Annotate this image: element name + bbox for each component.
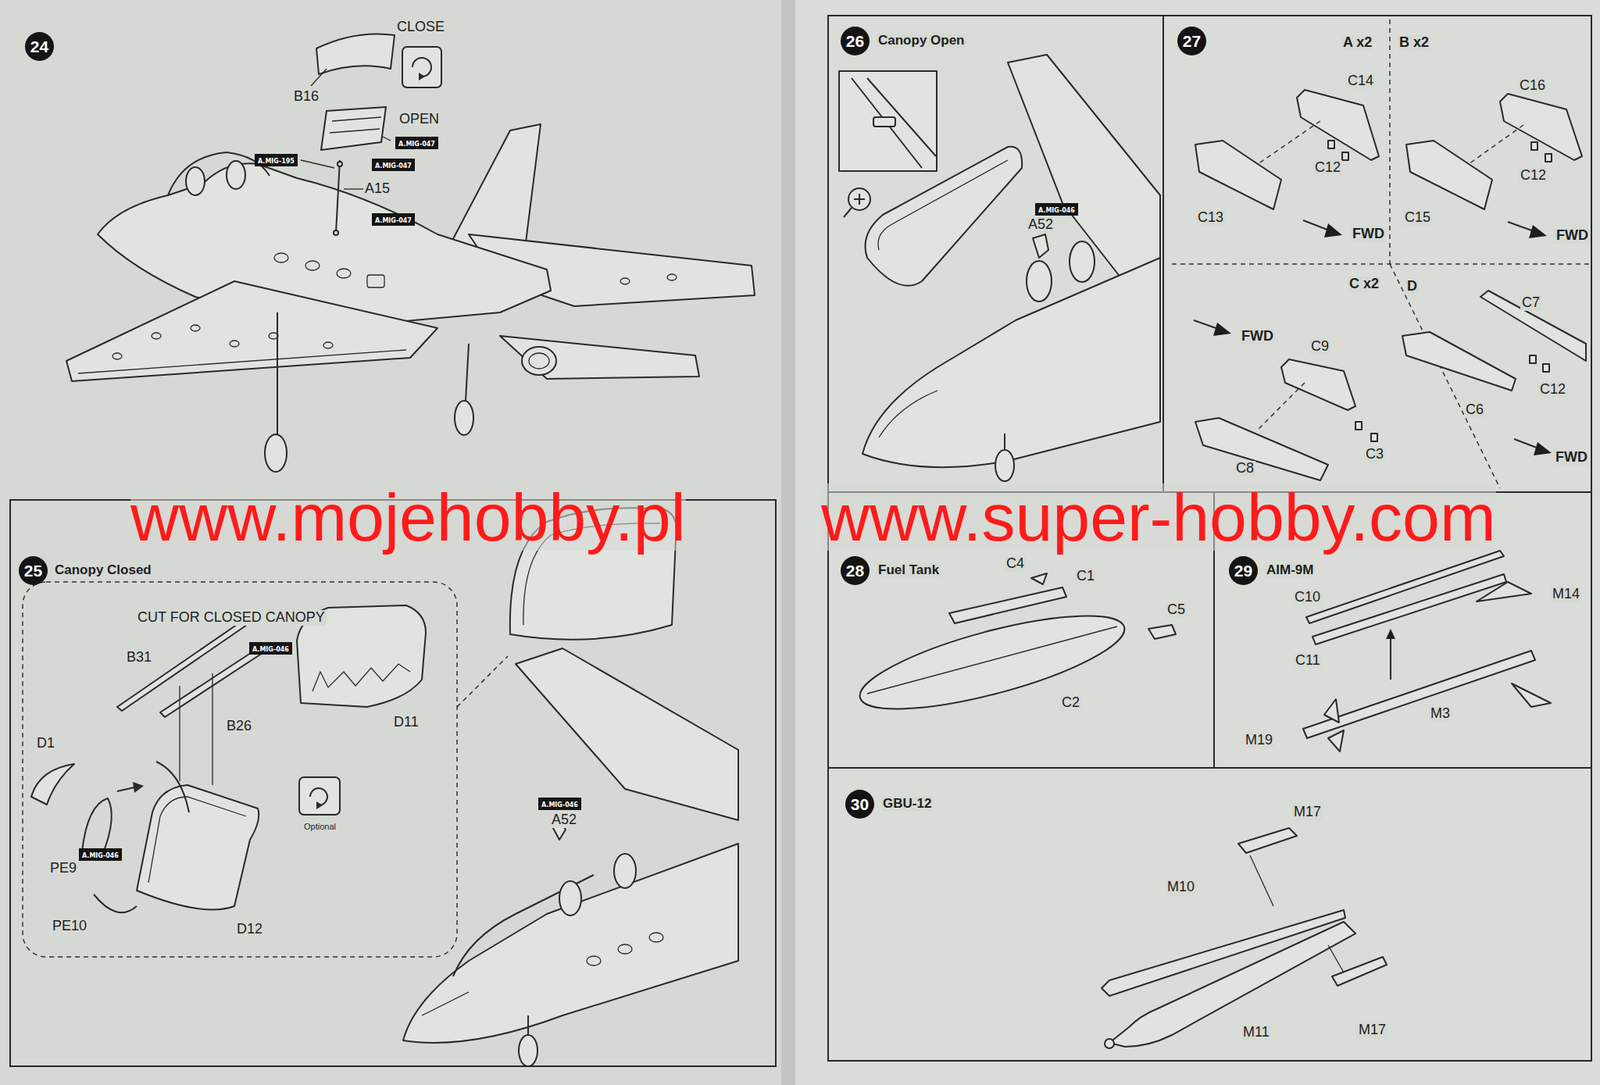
part-label: C8 [1234,460,1256,477]
step-number: 28 [840,556,870,586]
part-label: M17 [1292,804,1323,821]
callout-number: 30 [850,795,869,815]
paint-code-box: A.MIG-046 [1035,203,1079,216]
part-label: M11 [1241,1025,1272,1041]
part-label: PE10 [50,918,89,935]
paint-code: A.MIG-046 [252,646,290,654]
step-number: 29 [1228,556,1258,586]
part-label: C12 [1313,160,1343,176]
paint-code: A.MIG-046 [1038,207,1075,215]
part-label: PE9 [48,860,79,877]
part-label: C12 [1538,382,1568,398]
step-heading: Canopy Closed [53,563,154,579]
paint-code-box: A.MIG-046 [249,642,293,655]
step-number: 26 [840,26,870,56]
watermark: www.mojehobby.pl [130,483,686,551]
paint-code: A.MIG-195 [257,157,295,165]
part-label: C6 [1464,402,1486,418]
step-heading: GBU-12 [881,796,933,812]
direction-label: FWD [1350,226,1386,243]
callout-number: 25 [24,561,43,581]
part-label: C15 [1403,210,1433,226]
part-label: OPEN [397,111,441,128]
direction-label: A x2 [1341,35,1374,51]
part-label: C14 [1346,73,1375,90]
part-label: C13 [1196,210,1225,226]
part-label: A15 [363,181,392,197]
part-label: M19 [1243,732,1275,749]
part-label: C3 [1364,446,1386,463]
part-label: C7 [1520,295,1542,311]
part-label: A52 [550,812,579,829]
callout-number: 26 [846,32,865,51]
direction-label: B x2 [1397,35,1431,51]
watermark: www.super-hobby.com [821,483,1497,551]
paint-code-box: A.MIG-046 [78,848,122,861]
part-label: B26 [225,718,254,735]
direction-label: FWD [1553,450,1590,466]
part-label: C12 [1518,167,1548,184]
step-heading: Fuel Tank [876,563,941,579]
paint-code: A.MIG-047 [398,140,436,148]
part-label: C4 [1004,556,1026,572]
part-label: D12 [235,921,265,938]
callout-number: 29 [1234,561,1253,581]
part-label: C5 [1165,602,1187,618]
direction-label: FWD [1554,228,1590,244]
callout-number: 28 [846,561,865,581]
paint-code-box: A.MIG-047 [395,136,439,150]
part-label: B16 [292,89,321,105]
part-label: CUT FOR CLOSED CANOPY [135,610,327,626]
part-label: C1 [1075,568,1097,585]
paint-code: A.MIG-046 [541,801,579,809]
direction-label: D [1405,278,1419,295]
step-number: 27 [1177,26,1207,56]
part-label: C9 [1309,339,1331,355]
part-label: M14 [1550,586,1582,603]
part-label: M10 [1165,879,1197,896]
step-heading: AIM-9M [1264,563,1315,579]
part-label: C10 [1292,589,1322,606]
step-number: 25 [18,556,48,586]
part-label: C16 [1517,78,1547,94]
callout-number: 27 [1182,32,1201,51]
paint-code-box: A.MIG-195 [254,153,298,167]
part-label: C11 [1293,653,1322,669]
part-label: D11 [392,714,421,731]
paint-code-box: A.MIG-046 [538,797,582,811]
paint-code: A.MIG-047 [375,217,412,225]
step-number: 24 [25,32,54,61]
part-label: C2 [1060,695,1082,711]
part-label: CLOSE [395,19,447,36]
note: Optional [302,821,338,832]
part-label: M3 [1428,706,1452,722]
paint-code-box: A.MIG-047 [371,158,415,172]
step-number: 30 [845,789,875,819]
part-label: M17 [1357,1022,1388,1039]
callout-number: 24 [30,37,49,57]
paint-code: A.MIG-047 [375,162,412,170]
direction-label: FWD [1239,328,1275,345]
part-label: B31 [125,650,154,666]
step-heading: Canopy Open [876,33,967,49]
part-label: D1 [35,735,57,752]
paint-code: A.MIG-046 [82,852,119,860]
paint-code-box: A.MIG-047 [371,213,415,226]
direction-label: C x2 [1347,276,1381,293]
part-label: A52 [1026,217,1055,233]
